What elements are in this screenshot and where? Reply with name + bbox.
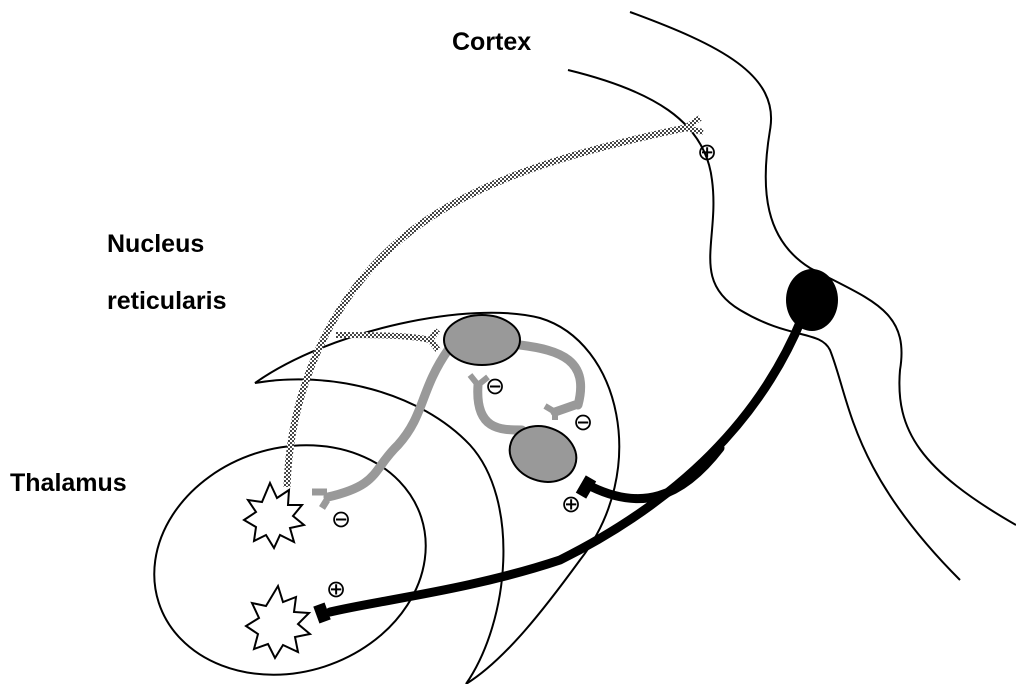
reticular-axon-loop-a	[520, 345, 581, 412]
corticothalamic-axon-reticular	[592, 448, 720, 499]
sign-inhibitory-thalamus: ⊖	[331, 506, 351, 533]
thalamocortical-terminal-reticular	[430, 330, 438, 350]
nucleus-reticularis-label-line2: reticularis	[107, 287, 227, 316]
thalamic-relay-burst-lower	[246, 586, 310, 658]
corticothalamic-terminal-thalamus	[313, 602, 330, 623]
thalamocortical-collateral	[336, 335, 430, 340]
cortex-label: Cortex	[452, 28, 531, 57]
sign-excitatory-thalamus: ⊕	[326, 576, 346, 603]
sign-inhibitory-reticular-lower: ⊖	[573, 409, 593, 436]
thalamocortical-terminal-cortex	[685, 118, 703, 132]
reticular-terminal-thalamus	[312, 492, 327, 508]
thalamus-label: Thalamus	[10, 469, 127, 498]
nucleus-reticularis-label-line1: Nucleus	[107, 230, 204, 259]
thalamocortical-axon	[287, 128, 685, 487]
cortex-boundary-inner	[568, 70, 960, 580]
sign-inhibitory-reticular-upper: ⊖	[485, 373, 505, 400]
corticothalamic-neuron-body	[786, 269, 838, 331]
reticular-neuron-upper	[444, 315, 520, 365]
sign-excitatory-reticular: ⊕	[561, 491, 581, 518]
reticular-terminal-loop-a	[545, 406, 555, 420]
cortex-boundary-outer	[630, 12, 1016, 525]
reticular-axon-to-thalamus	[328, 350, 448, 497]
sign-excitatory-cortex: ⊕	[697, 139, 717, 166]
thalamic-relay-burst-upper	[244, 483, 304, 548]
